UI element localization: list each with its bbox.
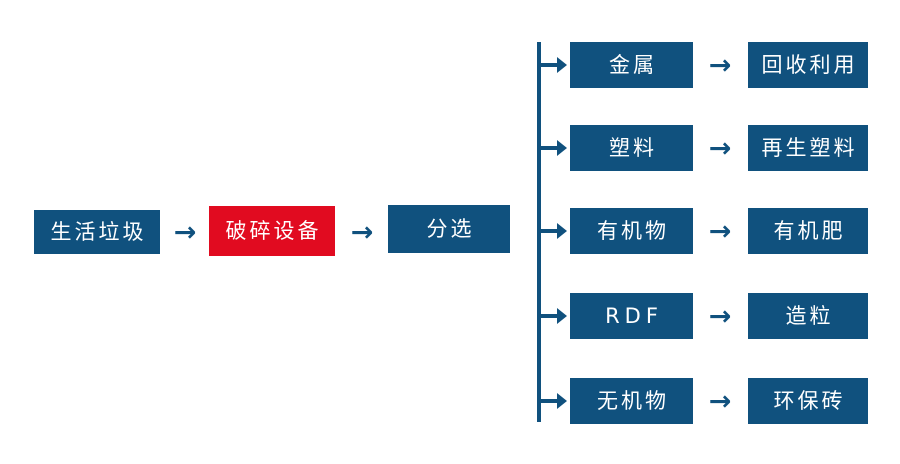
- arrow-right-icon-crusher-to-sorting: →: [350, 216, 374, 248]
- arrow-right-icon-waste-to-crusher: →: [173, 216, 197, 248]
- arrow-right-icon-organic-to-product: →: [708, 215, 732, 247]
- branch-arrow-icon-rdf: [537, 303, 567, 329]
- branch-arrow-icon-inorganic: [537, 388, 567, 414]
- branch-arrow-icon-metal: [537, 52, 567, 78]
- node-material-rdf[interactable]: RDF: [570, 293, 693, 339]
- node-material-metal[interactable]: 金属: [570, 42, 693, 88]
- node-product-organic-fertilizer[interactable]: 有机肥: [748, 208, 868, 254]
- node-material-organic[interactable]: 有机物: [570, 208, 693, 254]
- node-product-recycling[interactable]: 回收利用: [748, 42, 868, 88]
- branch-arrow-icon-plastic: [537, 135, 567, 161]
- node-material-plastic[interactable]: 塑料: [570, 125, 693, 171]
- arrow-right-icon-rdf-to-product: →: [708, 300, 732, 332]
- arrow-right-icon-inorganic-to-product: →: [708, 385, 732, 417]
- node-waste[interactable]: 生活垃圾: [34, 210, 160, 254]
- node-product-recycled-plastic[interactable]: 再生塑料: [748, 125, 868, 171]
- node-sorting[interactable]: 分选: [388, 205, 510, 253]
- node-product-granulation[interactable]: 造粒: [748, 293, 868, 339]
- node-crusher[interactable]: 破碎设备: [209, 206, 335, 256]
- node-material-inorganic[interactable]: 无机物: [570, 378, 693, 424]
- arrow-right-icon-plastic-to-product: →: [708, 132, 732, 164]
- arrow-right-icon-metal-to-product: →: [708, 49, 732, 81]
- node-product-eco-brick[interactable]: 环保砖: [748, 378, 868, 424]
- branch-arrow-icon-organic: [537, 218, 567, 244]
